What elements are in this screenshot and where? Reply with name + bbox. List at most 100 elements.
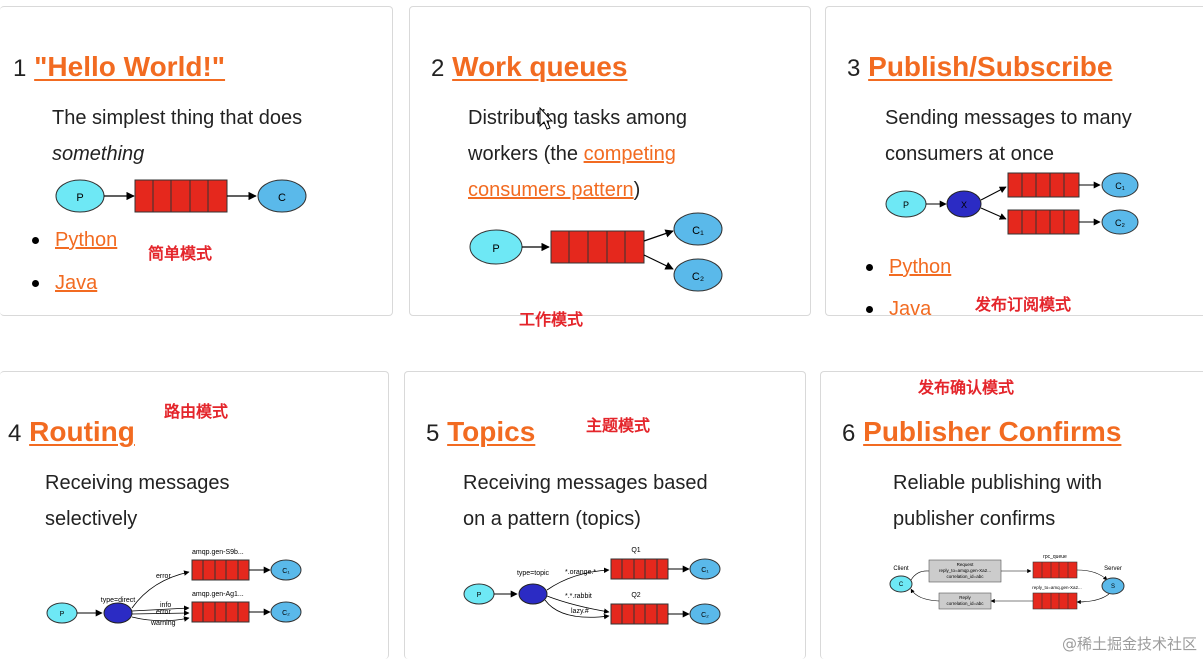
tutorial-card-routing: 4 Routing Receiving messages selectively…	[0, 371, 389, 659]
tutorial-description: The simplest thing that does something	[52, 100, 302, 172]
queue-name-label: rpc_queue	[1043, 554, 1067, 560]
tutorial-number: 1	[13, 55, 27, 82]
routing-diagram: P type=direct error info error warning a…	[46, 549, 302, 627]
competing-consumers-link[interactable]: competing	[583, 143, 676, 165]
tutorial-title-link[interactable]: "Hello World!"	[34, 51, 226, 82]
client-node	[889, 575, 913, 593]
consumer-1-label: C₁	[701, 567, 709, 574]
consumer-1-label: C₁	[282, 568, 290, 575]
description-line: Distributing tasks among	[468, 107, 687, 129]
producer-label: P	[903, 200, 909, 210]
link-item: Python	[32, 229, 117, 252]
description-line: Sending messages to many	[885, 107, 1132, 129]
reply-label: Reply	[959, 595, 971, 600]
java-link[interactable]: Java	[889, 298, 932, 316]
tutorial-number: 5	[426, 420, 440, 447]
tutorial-title-link[interactable]: Work queues	[452, 51, 628, 82]
queue-1	[1007, 172, 1080, 198]
consumer-2-node	[270, 601, 302, 623]
tutorial-number: 3	[847, 55, 861, 82]
tutorial-card-publish-subscribe: 3 Publish/Subscribe Sending messages to …	[825, 6, 1203, 316]
queue-2	[191, 601, 250, 623]
description-line: The simplest thing that does	[52, 107, 303, 129]
tutorial-title: 4 Routing	[8, 416, 135, 448]
annotation-confirm-mode: 发布确认模式	[918, 378, 1015, 397]
queue-name-label: Q1	[631, 547, 640, 554]
consumer-1-label: C₁	[692, 225, 704, 237]
tutorial-title-link[interactable]: Publisher Confirms	[863, 416, 1122, 447]
python-link[interactable]: Python	[889, 256, 952, 278]
watermark: @稀土掘金技术社区	[1061, 635, 1197, 653]
bullet	[32, 237, 39, 245]
queue-name-label: amqp.gen-Ag1...	[192, 591, 244, 598]
producer-label: P	[60, 611, 65, 618]
consumer-2-node	[673, 258, 723, 292]
binding-key-label: warning	[150, 620, 176, 627]
client-label: Client	[893, 566, 909, 572]
binding-key-label: *.orange.*	[565, 569, 596, 576]
consumer-1-node	[673, 212, 723, 246]
queue	[550, 230, 645, 264]
description-line: on a pattern (topics)	[463, 508, 641, 530]
exchange-node	[103, 602, 133, 624]
tutorial-title-link[interactable]: Publish/Subscribe	[868, 51, 1113, 82]
work-queue-diagram: P C₁ C₂	[469, 212, 723, 292]
tutorial-title: 1 "Hello World!"	[13, 51, 225, 83]
tutorial-number: 6	[842, 420, 856, 447]
reply-queue	[1032, 592, 1078, 610]
tutorial-number: 4	[8, 420, 22, 447]
server-node	[1101, 577, 1125, 595]
consumer-1-label: C₁	[1115, 181, 1125, 191]
tutorial-title-link[interactable]: Routing	[29, 416, 135, 447]
binding-key-label: error	[156, 609, 171, 616]
server-label: Server	[1104, 566, 1122, 572]
producer-label: P	[76, 192, 83, 204]
tutorial-card-topics: 5 Topics Receiving messages based on a p…	[404, 371, 806, 659]
description-line: Receiving messages based	[463, 472, 708, 494]
consumer-1-node	[1101, 172, 1139, 198]
description-line: consumers pattern)	[468, 172, 687, 208]
java-link[interactable]: Java	[55, 272, 98, 294]
simple-queue-diagram: P C	[55, 179, 307, 213]
tutorial-number: 2	[431, 55, 445, 82]
binding-key-label: *.*.rabbit	[565, 593, 592, 600]
description-line: selectively	[45, 508, 138, 530]
binding-key-label: lazy.#	[571, 608, 589, 615]
consumer-2-label: C₂	[1115, 218, 1125, 228]
reply-detail: correlation_id=abc	[947, 601, 985, 606]
bullet	[866, 264, 873, 272]
tutorial-title-link[interactable]: Topics	[447, 416, 536, 447]
tutorial-card-hello-world: 1 "Hello World!" The simplest thing that…	[0, 6, 393, 316]
bullet	[32, 280, 39, 288]
consumer-2-label: C₂	[701, 612, 709, 619]
tutorial-title: 2 Work queues	[431, 51, 627, 83]
python-link[interactable]: Python	[55, 229, 118, 251]
exchange-node	[946, 190, 982, 218]
description-line: workers (the competing	[468, 136, 687, 172]
annotation-work-mode: 工作模式	[519, 310, 584, 329]
tutorial-card-work-queues: 2 Work queues Distributing tasks among w…	[409, 6, 811, 316]
exchange-type-label: type=topic	[517, 570, 550, 577]
annotation-routing-mode: 路由模式	[164, 402, 229, 421]
annotation-pubsub-mode: 发布订阅模式	[975, 295, 1072, 314]
tutorial-title: 6 Publisher Confirms	[842, 416, 1121, 448]
tutorial-description: Distributing tasks among workers (the co…	[468, 100, 687, 208]
server-node-label: S	[1111, 584, 1115, 590]
description-line: consumers at once	[885, 143, 1054, 165]
client-node-label: C	[899, 582, 904, 588]
binding-key-label: error	[156, 573, 171, 580]
link-item: Python	[866, 256, 951, 279]
request-detail: reply_to=amqp.gen-Xa2...	[939, 568, 991, 573]
queue-1	[610, 558, 669, 580]
tutorial-title: 3 Publish/Subscribe	[847, 51, 1112, 83]
producer-label: P	[477, 592, 482, 599]
annotation-topic-mode: 主题模式	[586, 416, 651, 435]
competing-consumers-link[interactable]: consumers pattern	[468, 179, 634, 201]
queue-2	[610, 603, 669, 625]
queue-name-label: Q2	[631, 592, 640, 599]
tutorial-description: Sending messages to many consumers at on…	[885, 100, 1132, 172]
exchange-node	[518, 583, 548, 605]
topics-diagram: P type=topic *.orange.* *.*.rabbit lazy.…	[463, 547, 721, 625]
tutorial-title: 5 Topics	[426, 416, 535, 448]
queue	[134, 179, 228, 213]
